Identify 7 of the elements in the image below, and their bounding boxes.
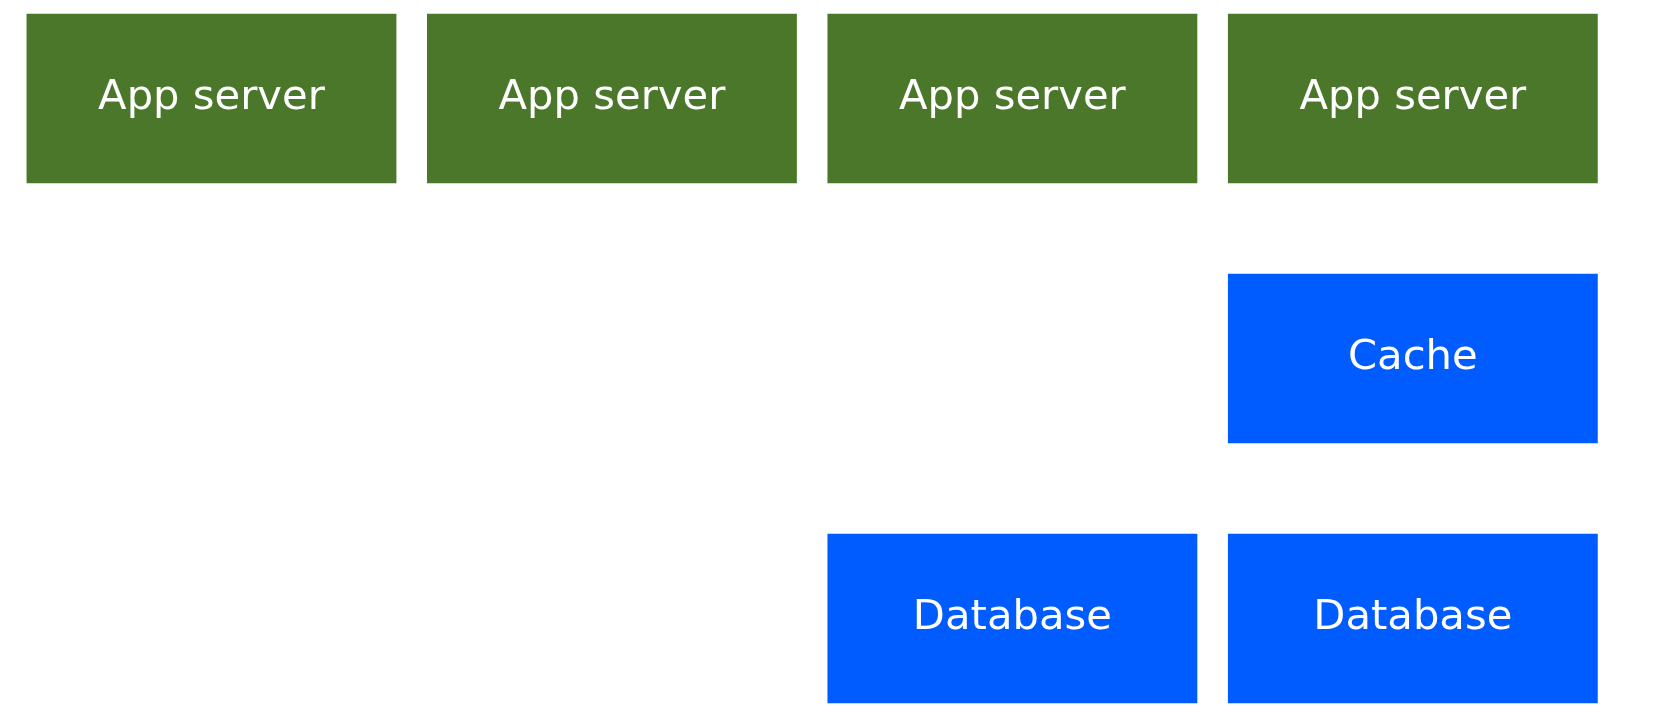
node-box: App server [827,13,1198,184]
node-box: Database [827,533,1198,704]
node-box: App server [26,13,397,184]
node-box: Cache [1227,273,1598,444]
node-box: App server [1227,13,1598,184]
node-box: Database [1227,533,1598,704]
node-box: App server [427,13,797,184]
